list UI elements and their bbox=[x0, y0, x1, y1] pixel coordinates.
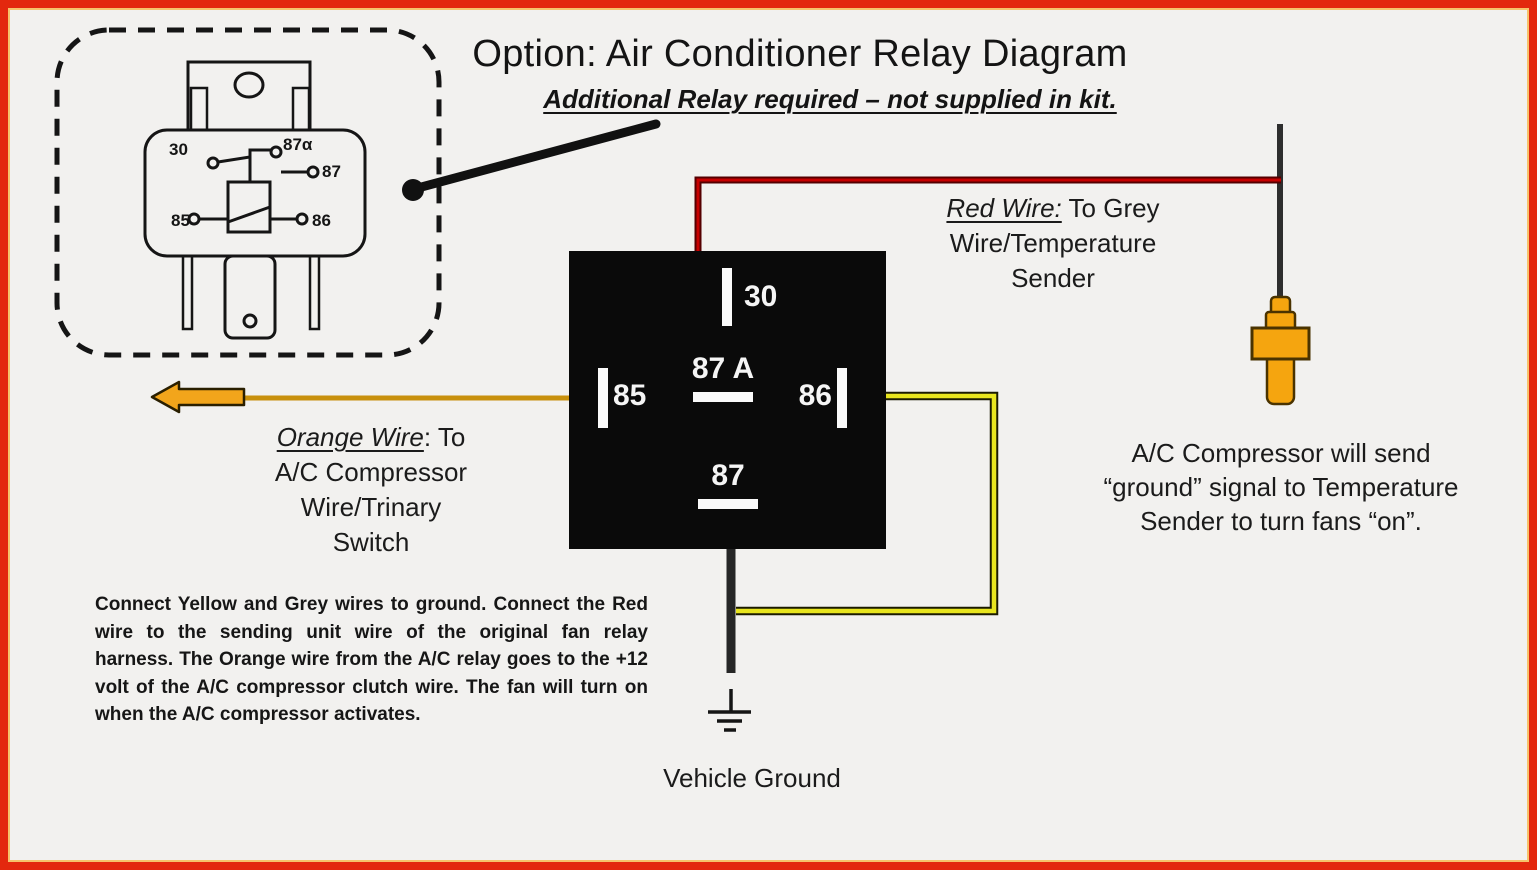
block-pin-30-label: 30 bbox=[744, 280, 778, 313]
block-pin-87-label: 87 bbox=[711, 459, 745, 492]
ground-symbol-icon bbox=[708, 689, 751, 732]
red-wire-label-line3: Sender bbox=[1011, 263, 1095, 293]
callout-pointer-dot bbox=[402, 179, 424, 201]
orange-arrow-icon bbox=[150, 380, 246, 414]
temperature-sender-icon bbox=[1250, 295, 1311, 406]
schematic-pin-86-label: 86 bbox=[312, 211, 331, 230]
vehicle-ground-label: Vehicle Ground bbox=[663, 763, 841, 793]
pin-87a-bar bbox=[693, 392, 753, 402]
block-pin-86-label: 86 bbox=[798, 379, 832, 412]
pin-86-bar bbox=[837, 368, 847, 428]
schematic-pin-30-label: 30 bbox=[169, 140, 188, 159]
relay-pinout-schematic-icon bbox=[143, 60, 367, 340]
callout-pointer-line bbox=[402, 119, 661, 201]
sender-note: A/C Compressor will send “ground” signal… bbox=[1085, 436, 1477, 538]
page-subtitle: Additional Relay required – not supplied… bbox=[430, 84, 1230, 115]
orange-wire bbox=[150, 380, 596, 414]
page-title: Option: Air Conditioner Relay Diagram bbox=[472, 33, 1128, 75]
relay-pinout-dashed-box bbox=[54, 27, 442, 358]
schematic-pin-87a-label: 87α bbox=[283, 135, 313, 154]
red-wire-label-line1: Red Wire: To Grey bbox=[946, 193, 1160, 223]
sender-note-line2: “ground” signal to Temperature bbox=[1103, 472, 1459, 502]
orange-wire-label-line3: Wire/Trinary bbox=[300, 492, 442, 522]
block-pin-87a-label: 87 A bbox=[691, 352, 755, 385]
red-wire-label-line2: Wire/Temperature bbox=[949, 228, 1157, 258]
red-wire-label: Red Wire: To Grey Wire/Temperature Sende… bbox=[928, 191, 1178, 296]
sender-note-line3: Sender to turn fans “on”. bbox=[1140, 506, 1422, 536]
subtitle-text: Additional Relay required – not supplied… bbox=[543, 84, 1117, 114]
sender-note-line1: A/C Compressor will send bbox=[1131, 438, 1431, 468]
pin-87-bar bbox=[698, 499, 758, 509]
relay-block bbox=[569, 251, 886, 549]
instructions-paragraph: Connect Yellow and Grey wires to ground.… bbox=[95, 594, 648, 725]
block-pin-85-label: 85 bbox=[613, 379, 647, 412]
yellow-wire bbox=[736, 391, 999, 616]
orange-wire-label: Orange Wire: To A/C Compressor Wire/Trin… bbox=[246, 420, 496, 560]
orange-wire-label-line2: A/C Compressor bbox=[274, 457, 468, 487]
pin-30-bar bbox=[722, 268, 732, 326]
orange-wire-label-line4: Switch bbox=[332, 527, 410, 557]
orange-wire-label-line1: Orange Wire: To bbox=[276, 422, 466, 452]
schematic-pin-85-label: 85 bbox=[171, 211, 190, 230]
pin-85-bar bbox=[598, 368, 608, 428]
schematic-pin-87-label: 87 bbox=[322, 162, 341, 181]
